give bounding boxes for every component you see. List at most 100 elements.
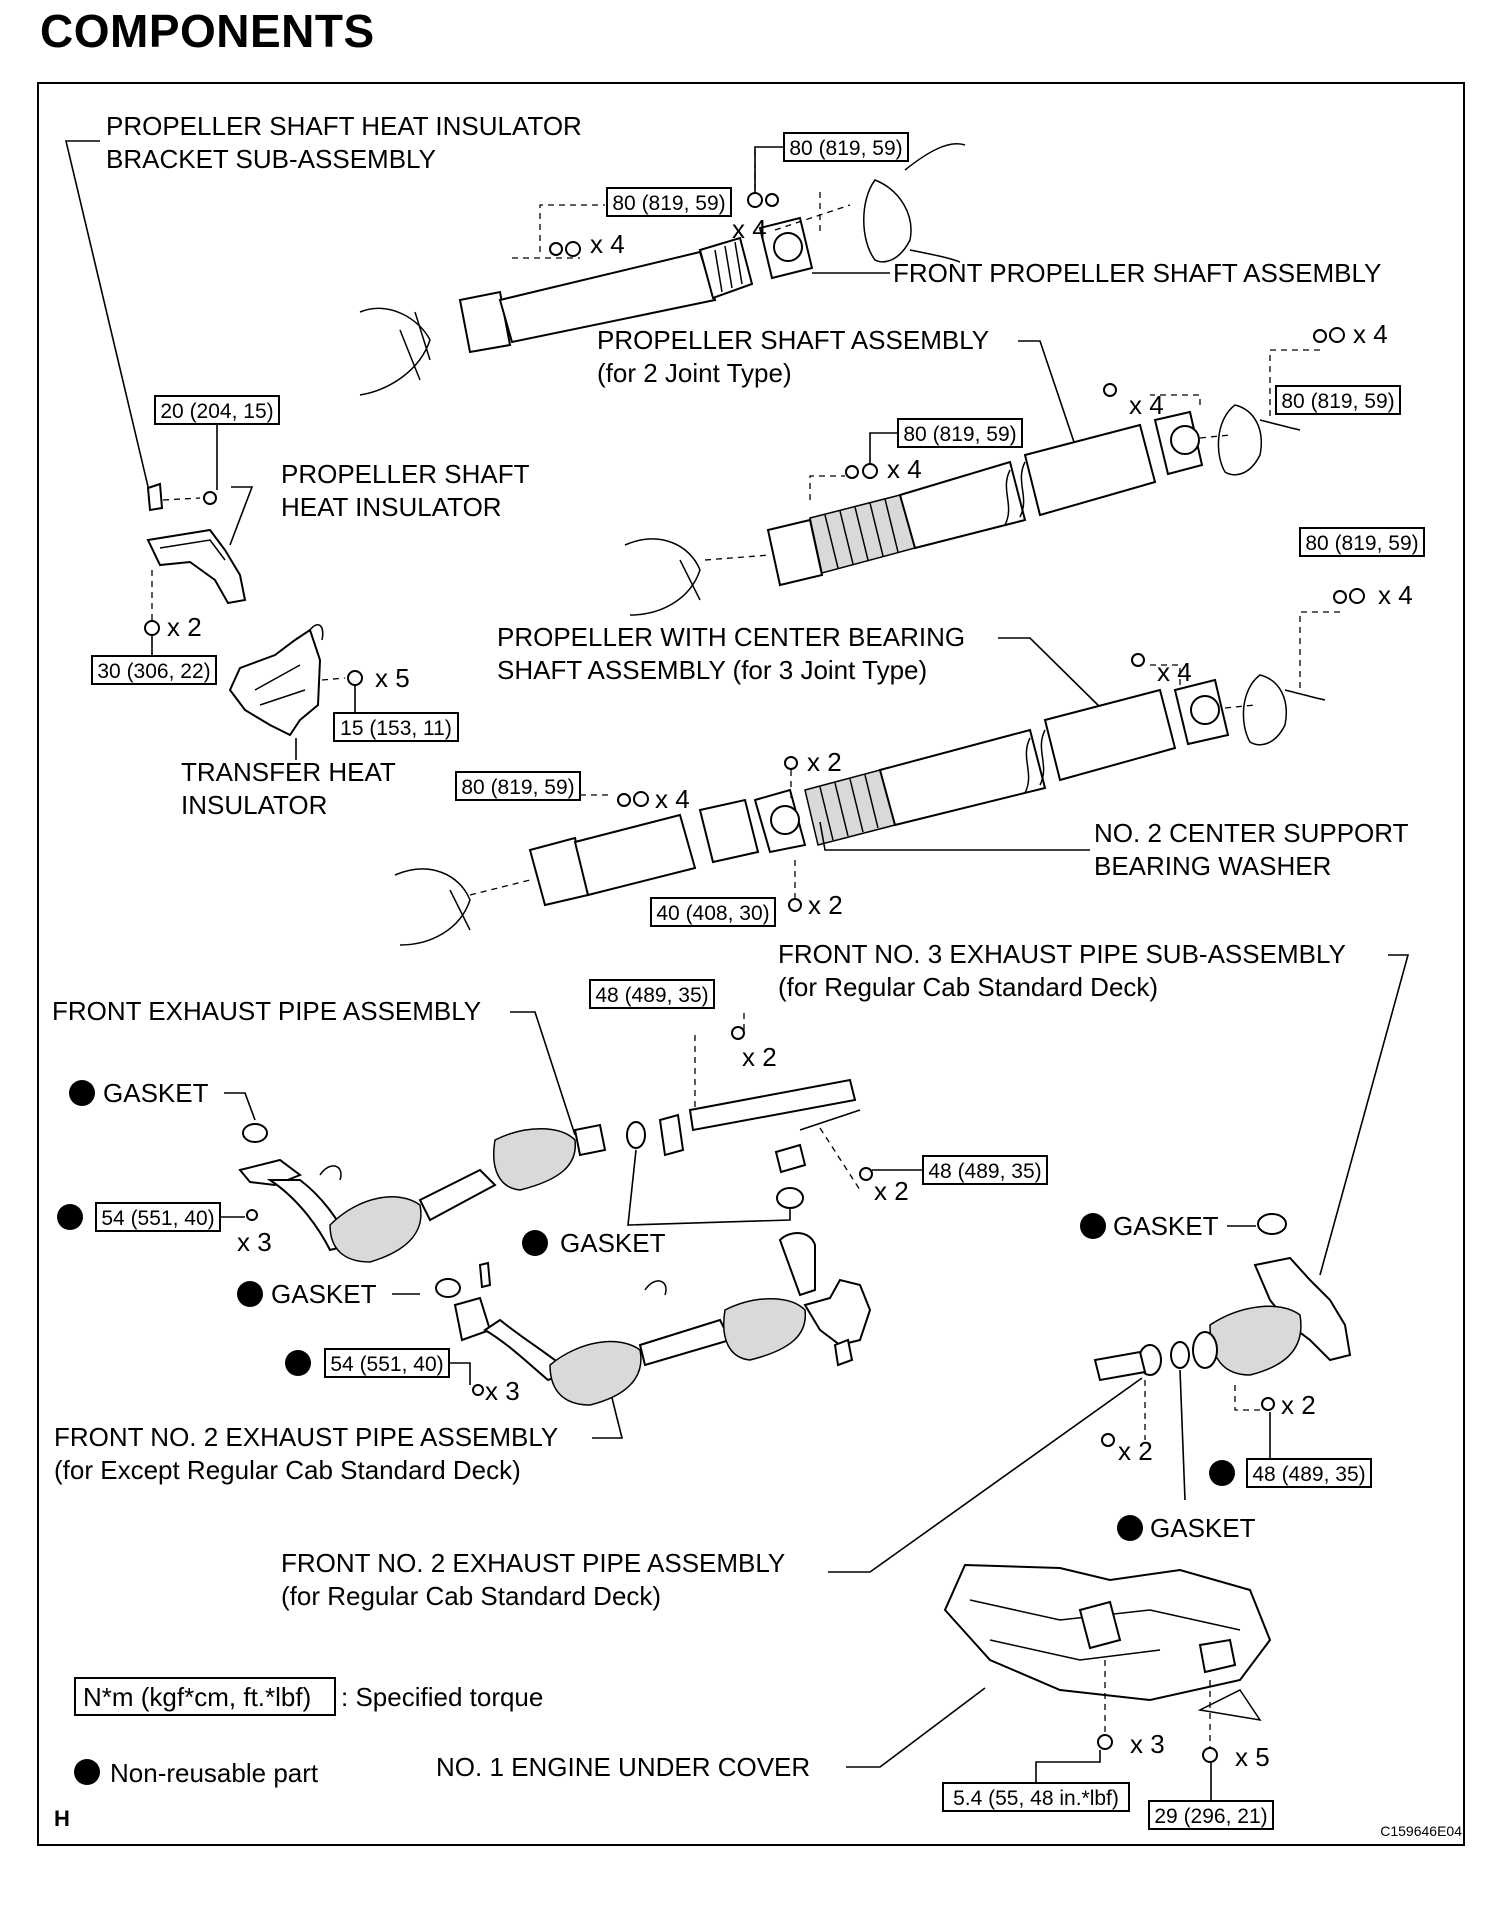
qty-washer: x 2 — [807, 747, 842, 777]
svg-text:54 (551, 40): 54 (551, 40) — [101, 1207, 214, 1230]
qty-exhaust-bolts-a: x 2 — [742, 1042, 777, 1072]
heat-insulator-bracket-label: PROPELLER SHAFT HEAT INSULATOR BRACKET S… — [64, 111, 582, 496]
label-washer-line2: BEARING WASHER — [1094, 851, 1331, 881]
qty-3joint-bolts: x 4 — [1157, 657, 1192, 687]
nonreusable-marker — [57, 1204, 83, 1230]
svg-text:80 (819, 59): 80 (819, 59) — [789, 137, 902, 160]
propeller-shaft-3-joint — [394, 674, 1326, 946]
qty-cover-bolts-b: x 5 — [1235, 1742, 1270, 1772]
qty-exhaust-bolts-b: x 2 — [874, 1176, 909, 1206]
torque-box-5-4: 5.4 (55, 48 in.*lbf) — [942, 1750, 1130, 1812]
torque-box-80-e: 80 (819, 59) — [455, 771, 581, 801]
torque-box-80-b: 80 (819, 59) — [754, 132, 909, 193]
nonreusable-marker — [522, 1230, 548, 1256]
torque-box-80-a: 80 (819, 59) — [606, 187, 732, 217]
nonreusable-marker — [1117, 1515, 1143, 1541]
torque-box-80-f: 80 (819, 59) — [1299, 527, 1425, 557]
nonreusable-marker — [1080, 1213, 1106, 1239]
torque-box-54-b: 54 (551, 40) — [324, 1348, 471, 1385]
qty-exhaust-nuts-a: x 3 — [237, 1227, 272, 1257]
label-no3-line1: FRONT NO. 3 EXHAUST PIPE SUB-ASSEMBLY — [778, 939, 1346, 969]
corner-letter: H — [54, 1806, 70, 1831]
torque-box-30: 30 (306, 22) — [91, 636, 217, 685]
svg-text:80 (819, 59): 80 (819, 59) — [1281, 390, 1394, 413]
svg-text:80 (819, 59): 80 (819, 59) — [461, 776, 574, 799]
qty-2joint-rear-nuts: x 4 — [1353, 319, 1388, 349]
nonreusable-marker — [237, 1281, 263, 1307]
svg-text:30 (306, 22): 30 (306, 22) — [97, 660, 210, 683]
label-no3-line2: (for Regular Cab Standard Deck) — [778, 972, 1158, 1002]
svg-text:48 (489, 35): 48 (489, 35) — [595, 984, 708, 1007]
label-center-bearing-line1: PROPELLER WITH CENTER BEARING — [497, 622, 965, 652]
svg-text:40 (408, 30): 40 (408, 30) — [656, 902, 769, 925]
label-gasket-1: GASKET — [103, 1078, 209, 1108]
svg-text:80 (819, 59): 80 (819, 59) — [612, 192, 725, 215]
legend-nonreusable: Non-reusable part — [74, 1758, 319, 1788]
label-bracket-line1: PROPELLER SHAFT HEAT INSULATOR — [106, 111, 582, 141]
label-gasket-3: GASKET — [271, 1279, 377, 1309]
label-heat-insulator-line1: PROPELLER SHAFT — [281, 459, 530, 489]
label-no2-regular-line2: (for Regular Cab Standard Deck) — [281, 1581, 661, 1611]
legend-nonreusable-text: Non-reusable part — [110, 1758, 319, 1788]
front-exhaust-pipe — [238, 1123, 607, 1263]
front-propeller-shaft — [359, 143, 966, 396]
qty-front-prop-nuts: x 4 — [590, 229, 625, 259]
svg-text:48 (489, 35): 48 (489, 35) — [1252, 1463, 1365, 1486]
torque-box-54-a: 54 (551, 40) — [95, 1202, 245, 1232]
torque-box-48-a: 48 (489, 35) — [589, 979, 715, 1009]
svg-text:80 (819, 59): 80 (819, 59) — [1305, 532, 1418, 555]
label-gasket-5: GASKET — [1150, 1513, 1256, 1543]
label-front-propeller: FRONT PROPELLER SHAFT ASSEMBLY — [893, 258, 1381, 288]
label-center-bearing-line2: SHAFT ASSEMBLY (for 3 Joint Type) — [497, 655, 927, 685]
qty-exhaust-nuts-b: x 3 — [485, 1376, 520, 1406]
page-title: COMPONENTS — [40, 5, 375, 57]
label-heat-insulator-line2: HEAT INSULATOR — [281, 492, 502, 522]
diagram-frame — [37, 82, 1465, 1846]
figure-code: C159646E04 — [1380, 1823, 1462, 1839]
label-bracket-line2: BRACKET SUB-ASSEMBLY — [106, 144, 436, 174]
label-prop-2joint-line1: PROPELLER SHAFT ASSEMBLY — [597, 325, 989, 355]
nonreusable-marker — [69, 1080, 95, 1106]
qty-no3-bolts: x 2 — [1281, 1390, 1316, 1420]
transfer-heat-insulator — [228, 624, 363, 737]
label-gasket-4: GASKET — [1113, 1211, 1219, 1241]
qty-3joint-nuts: x 4 — [655, 784, 690, 814]
svg-text:29 (296, 21): 29 (296, 21) — [1154, 1805, 1267, 1828]
qty-3joint-rear-nuts: x 4 — [1378, 580, 1413, 610]
legend-torque-text: : Specified torque — [341, 1682, 543, 1712]
qty-cover-bolts-a: x 3 — [1130, 1729, 1165, 1759]
label-no2-except-line2: (for Except Regular Cab Standard Deck) — [54, 1455, 521, 1485]
torque-box-40: 40 (408, 30) — [650, 897, 776, 927]
svg-text:15 (153, 11): 15 (153, 11) — [340, 717, 452, 740]
propeller-shaft-2-joint — [624, 404, 1301, 616]
torque-box-80-d: 80 (819, 59) — [1275, 385, 1401, 415]
qty-transfer-bolts: x 5 — [375, 663, 410, 693]
label-washer-line1: NO. 2 CENTER SUPPORT — [1094, 818, 1409, 848]
nonreusable-marker — [285, 1350, 311, 1376]
label-prop-2joint-line2: (for 2 Joint Type) — [597, 358, 792, 388]
torque-box-48-c: 48 (489, 35) — [1246, 1412, 1372, 1488]
front-no2-exhaust-pipe-except — [435, 1232, 872, 1406]
svg-text:5.4 (55, 48 in.*lbf): 5.4 (55, 48 in.*lbf) — [953, 1787, 1119, 1810]
legend-torque-box-text: N*m (kgf*cm, ft.*lbf) — [83, 1682, 311, 1712]
legend-torque: N*m (kgf*cm, ft.*lbf) : Specified torque — [74, 1677, 543, 1716]
svg-text:20 (204, 15): 20 (204, 15) — [160, 400, 273, 423]
torque-box-80-c: 80 (819, 59) — [869, 418, 1023, 465]
engine-under-cover — [943, 1563, 1272, 1763]
torque-box-20: 20 (204, 15) — [154, 395, 280, 490]
propeller-shaft-heat-insulator — [144, 482, 247, 636]
label-gasket-2: GASKET — [560, 1228, 666, 1258]
qty-2joint-bolts: x 4 — [1129, 390, 1164, 420]
svg-text:48 (489, 35): 48 (489, 35) — [928, 1160, 1041, 1183]
qty-2joint-nuts: x 4 — [887, 454, 922, 484]
label-transfer-line1: TRANSFER HEAT — [181, 757, 396, 787]
torque-box-48-b: 48 (489, 35) — [872, 1155, 1048, 1185]
label-no2-regular-line1: FRONT NO. 2 EXHAUST PIPE ASSEMBLY — [281, 1548, 785, 1578]
qty-no2-regular-bolts: x 2 — [1118, 1436, 1153, 1466]
qty-center-bolts: x 2 — [808, 890, 843, 920]
nonreusable-marker — [1209, 1460, 1235, 1486]
label-transfer-line2: INSULATOR — [181, 790, 327, 820]
torque-box-29: 29 (296, 21) — [1148, 1763, 1274, 1830]
label-no2-except-line1: FRONT NO. 2 EXHAUST PIPE ASSEMBLY — [54, 1422, 558, 1452]
